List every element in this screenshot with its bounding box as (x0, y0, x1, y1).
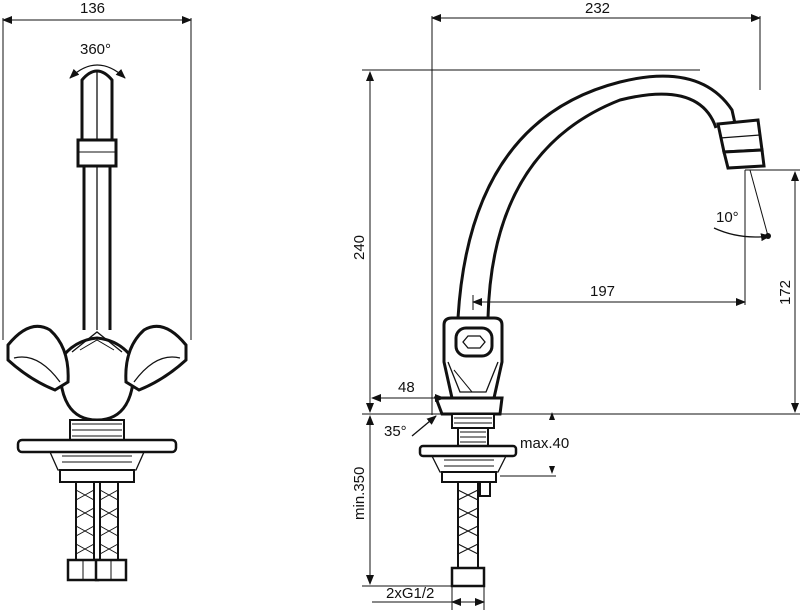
dim-height-total: 240 (351, 235, 368, 260)
side-view: 232 240 172 10° 197 (351, 0, 800, 610)
dim-connection: 2xG1/2 (386, 585, 434, 602)
dim-base-offset: 48 (398, 379, 415, 396)
dim-front-width: 136 (80, 0, 105, 17)
dim-side-width: 232 (585, 0, 610, 17)
dim-height-outlet: 172 (777, 280, 794, 305)
dim-reach: 197 (590, 283, 615, 300)
dim-hose-length: min.350 (351, 467, 368, 520)
dim-angle: 10° (716, 209, 739, 226)
dim-deck-thickness: max.40 (520, 435, 569, 452)
dim-base-angle: 35° (384, 423, 407, 440)
dim-rotation: 360° (80, 41, 111, 58)
front-view: 136 360° (2, 0, 192, 582)
